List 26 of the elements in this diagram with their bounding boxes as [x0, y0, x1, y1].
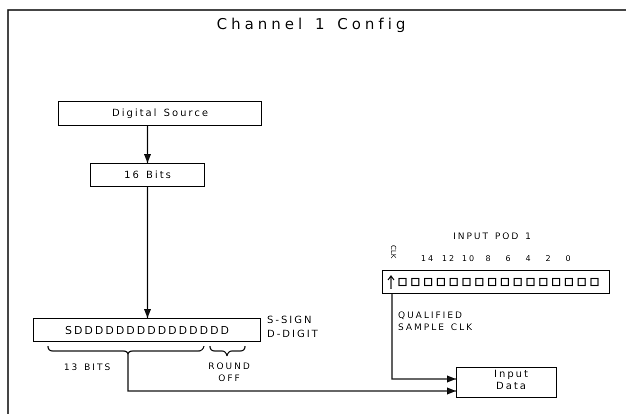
bit-number: 14 — [420, 253, 436, 265]
diagram-title: Channel 1 Config — [216, 18, 410, 30]
arrow — [391, 294, 456, 383]
bit-number: 2 — [544, 253, 554, 265]
bit-number: 10 — [461, 253, 477, 265]
arrow — [127, 355, 456, 395]
bit-number: 12 — [441, 253, 457, 265]
node-label: 16 Bits — [123, 170, 174, 182]
register-box — [33, 318, 261, 342]
arrow — [144, 187, 152, 318]
bit-number: 6 — [504, 253, 514, 265]
bit-group-label: ROUND OFF — [207, 361, 253, 385]
legend-note: S-SIGN — [267, 315, 314, 327]
bit-number: 8 — [484, 253, 494, 265]
node-label: SDDDDDDDDDDDDDDD — [64, 325, 232, 337]
process-box — [456, 367, 557, 398]
node-label: Input Data — [493, 369, 531, 393]
bit-number: 4 — [524, 253, 534, 265]
bit-number: 0 — [564, 253, 574, 265]
arrow — [144, 126, 152, 163]
bit-group-label: 13 BITS — [62, 362, 114, 374]
process-box — [58, 101, 262, 126]
pod-heading: INPUT POD 1 — [452, 231, 534, 243]
legend-note: D-DIGIT — [267, 329, 320, 341]
process-box — [90, 163, 205, 187]
node-label: Digital Source — [111, 108, 211, 120]
